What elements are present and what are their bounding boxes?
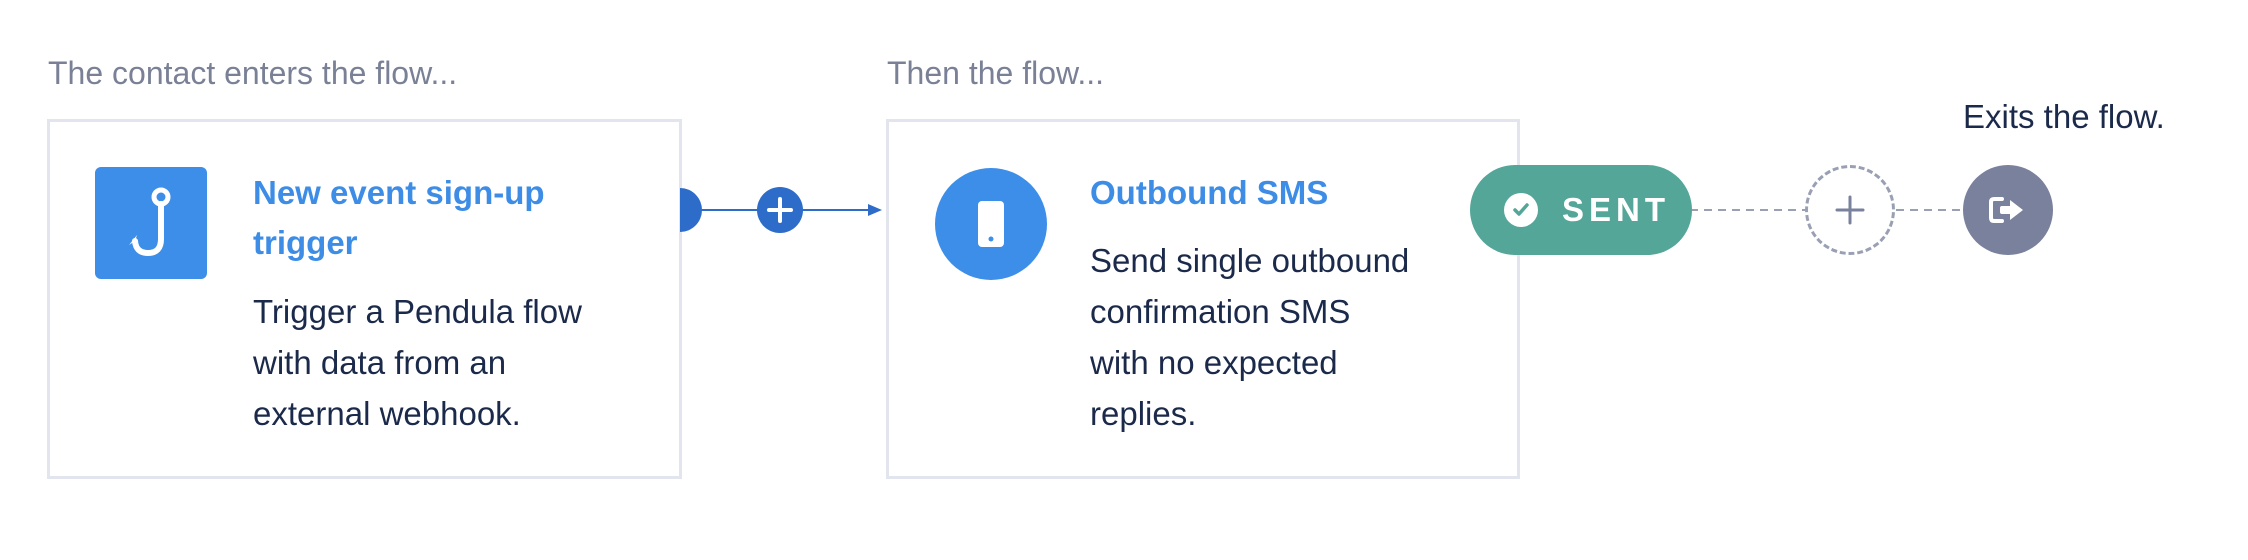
trigger-output-port[interactable] bbox=[680, 188, 702, 232]
exit-flow-node[interactable] bbox=[1963, 165, 2053, 255]
check-circle-icon bbox=[1504, 193, 1538, 227]
sent-status-badge[interactable]: SENT bbox=[1470, 165, 1692, 255]
plus-icon bbox=[1835, 195, 1865, 225]
sms-step-title: Outbound SMS bbox=[1090, 174, 1329, 211]
add-step-button[interactable] bbox=[757, 187, 803, 233]
trigger-step-title: New event sign-up trigger bbox=[253, 168, 545, 268]
trigger-step-title-line2: trigger bbox=[253, 224, 358, 261]
exit-connector-line bbox=[1690, 209, 1965, 211]
trigger-desc-line: external webhook. bbox=[253, 395, 521, 432]
sms-step-card[interactable]: Outbound SMS Send single outbound confir… bbox=[886, 119, 1520, 479]
sms-step-description: Send single outbound confirmation SMS wi… bbox=[1090, 235, 1409, 439]
trigger-step-title-line1: New event sign-up bbox=[253, 174, 545, 211]
entry-caption: The contact enters the flow... bbox=[48, 55, 458, 91]
then-caption: Then the flow... bbox=[887, 55, 1105, 91]
sms-desc-line: confirmation SMS bbox=[1090, 293, 1351, 330]
add-exit-step-button[interactable] bbox=[1805, 165, 1895, 255]
trigger-desc-line: Trigger a Pendula flow bbox=[253, 293, 582, 330]
sms-desc-line: Send single outbound bbox=[1090, 242, 1410, 279]
exit-icon bbox=[1989, 197, 2023, 223]
phone-icon bbox=[935, 168, 1047, 280]
sent-status-label: SENT bbox=[1562, 191, 1671, 228]
sms-desc-line: with no expected bbox=[1090, 344, 1338, 381]
trigger-desc-line: with data from an bbox=[253, 344, 507, 381]
sms-desc-line: replies. bbox=[1090, 395, 1197, 432]
trigger-step-description: Trigger a Pendula flow with data from an… bbox=[253, 286, 582, 439]
hook-icon bbox=[95, 167, 207, 279]
trigger-step-card[interactable]: New event sign-up trigger Trigger a Pend… bbox=[47, 119, 682, 479]
exit-caption: Exits the flow. bbox=[1963, 98, 2165, 135]
plus-icon bbox=[767, 197, 793, 223]
